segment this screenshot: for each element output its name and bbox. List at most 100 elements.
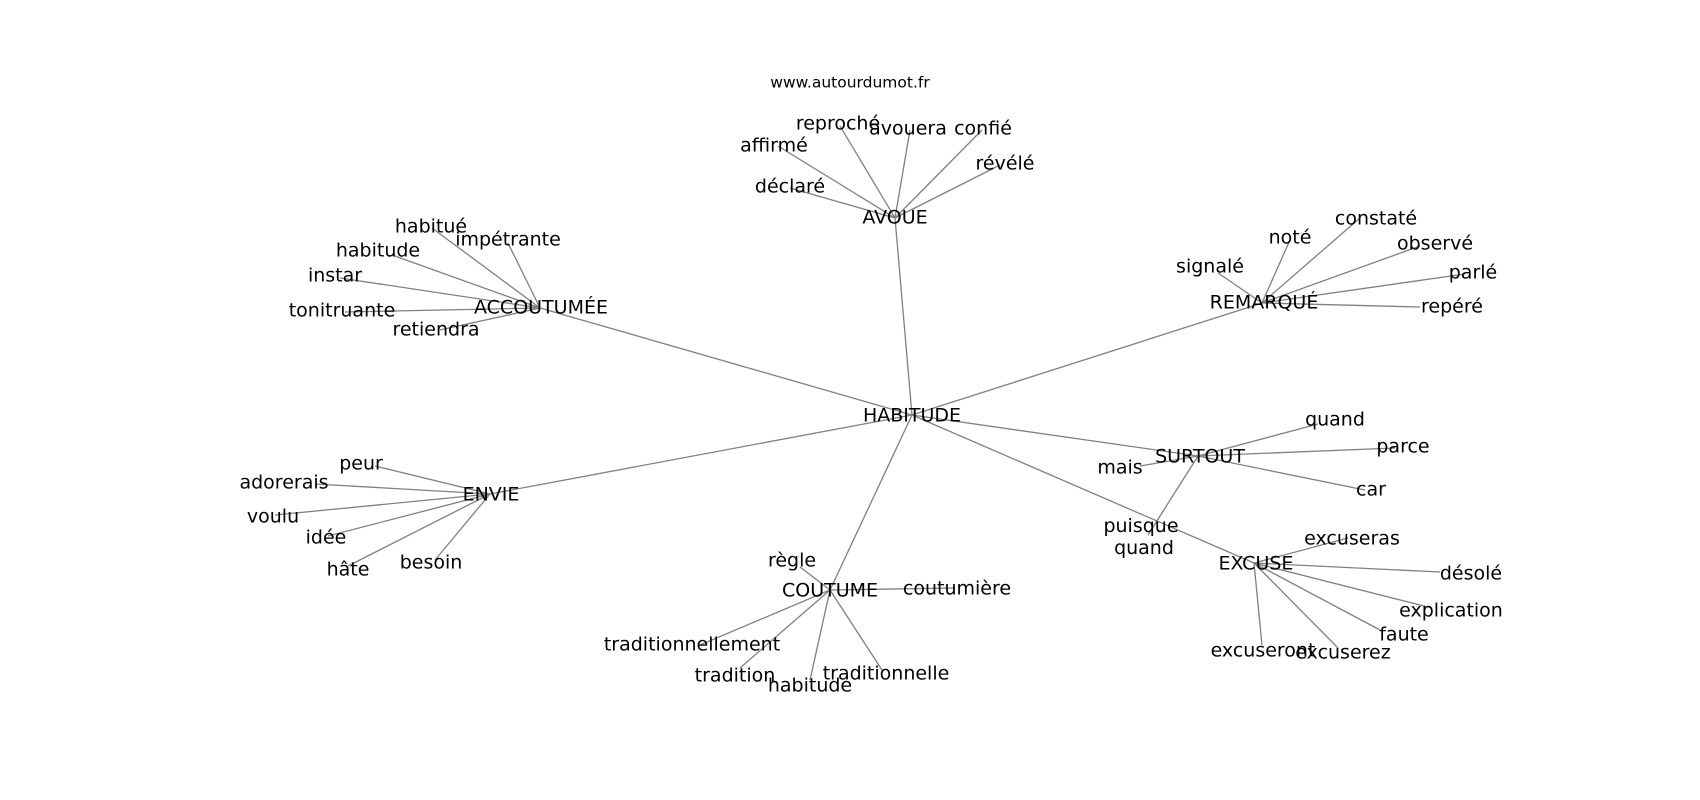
word-puisque-quand-line-2: quand [1114, 537, 1174, 559]
word-parce[interactable]: parce [1376, 436, 1429, 458]
node-coutume[interactable]: COUTUME [782, 580, 878, 602]
edge-excuse-excuserez [1253, 562, 1339, 649]
edge-remarque-repere [1261, 302, 1421, 308]
word-declare[interactable]: déclaré [755, 176, 825, 198]
edge-root-accoutumee [539, 307, 913, 416]
node-root[interactable]: HABITUDE [863, 405, 961, 427]
edge-surtout-parce [1197, 447, 1396, 457]
edge-accoutumee-tonitruante [344, 307, 541, 313]
edge-avoue-avouera [894, 129, 911, 219]
word-tonitruante[interactable]: tonitruante [289, 300, 396, 322]
node-remarque[interactable]: REMARQUÉ [1210, 291, 1319, 314]
edge-avoue-affirme [777, 145, 896, 219]
word-besoin[interactable]: besoin [400, 552, 463, 574]
word-coutumiere[interactable]: coutumière [903, 578, 1011, 600]
node-envie[interactable]: ENVIE [463, 484, 520, 506]
word-hate[interactable]: hâte [327, 559, 370, 581]
edge-excuse-desole [1253, 562, 1441, 573]
word-excuseront[interactable]: excuseront [1211, 640, 1316, 662]
word-affirme[interactable]: affirmé [740, 135, 808, 157]
edge-avoue-confie [894, 129, 983, 219]
edge-coutume-coutumiere [829, 587, 956, 591]
word-faute[interactable]: faute [1379, 624, 1429, 646]
word-repere[interactable]: repéré [1421, 296, 1483, 318]
word-explication[interactable]: explication [1399, 600, 1503, 622]
word-note[interactable]: noté [1269, 227, 1312, 249]
word-observe[interactable]: observé [1397, 233, 1473, 255]
edge-root-remarque [911, 302, 1263, 416]
word-mais[interactable]: mais [1097, 457, 1142, 479]
graph-edges [274, 125, 1466, 681]
edge-surtout-mais [1139, 455, 1199, 467]
edge-accoutumee-habitue [431, 227, 541, 309]
word-confie[interactable]: confié [954, 118, 1012, 140]
edge-excuse-excuseras [1253, 537, 1349, 564]
word-voulu[interactable]: voulu [247, 506, 299, 528]
edge-envie-adorerais [314, 483, 491, 495]
edge-envie-hate [347, 493, 491, 567]
edge-root-surtout [911, 414, 1199, 457]
word-constate[interactable]: constaté [1335, 208, 1417, 230]
node-surtout[interactable]: SURTOUT [1155, 446, 1245, 468]
edge-accoutumee-instar [339, 277, 541, 309]
word-adorerais[interactable]: adorerais [239, 472, 328, 494]
edge-root-coutume [829, 414, 913, 591]
word-regle[interactable]: règle [768, 550, 816, 572]
word-habitude-2[interactable]: habitude [768, 675, 852, 697]
edge-accoutumee-retiendra [439, 307, 541, 331]
edge-avoue-revele [894, 164, 1001, 219]
word-traditionnellement[interactable]: traditionnellement [604, 634, 780, 656]
edge-remarque-observe [1261, 245, 1421, 304]
word-habitue[interactable]: habitué [395, 216, 467, 238]
word-habitude-1[interactable]: habitude [336, 240, 420, 262]
node-avoue[interactable]: AVOUE [862, 207, 927, 229]
word-revele[interactable]: révélé [976, 153, 1035, 175]
word-quand[interactable]: quand [1305, 409, 1365, 431]
edge-envie-idee [327, 493, 491, 537]
word-impetrante[interactable]: impétrante [455, 229, 561, 251]
node-excuse[interactable]: EXCUSE [1219, 553, 1294, 575]
word-tradition[interactable]: tradition [695, 665, 776, 687]
edge-root-excuse [911, 414, 1255, 564]
word-car[interactable]: car [1356, 479, 1386, 501]
edge-surtout-puisque-quand [1147, 455, 1199, 536]
word-traditionnelle[interactable]: traditionnelle [823, 663, 950, 685]
edge-avoue-declare [789, 187, 896, 219]
edge-coutume-traditionnelle [829, 589, 883, 671]
edge-envie-voulu [274, 493, 491, 516]
edge-root-envie [489, 414, 913, 495]
edge-remarque-parle [1261, 273, 1466, 304]
word-parle[interactable]: parlé [1449, 262, 1497, 284]
edge-coutume-regle [799, 566, 831, 591]
word-signale[interactable]: signalé [1176, 256, 1244, 278]
word-excuserez[interactable]: excuserez [1295, 642, 1390, 664]
edge-excuse-faute [1253, 562, 1381, 631]
word-avouera[interactable]: avouera [869, 118, 947, 140]
edge-remarque-constate [1261, 217, 1361, 304]
edge-root-avoue [894, 217, 913, 416]
edge-accoutumee-impetrante [507, 242, 541, 309]
edge-surtout-car [1197, 455, 1366, 491]
edge-coutume-traditionnellement [699, 589, 831, 646]
edge-coutume-habitude [809, 589, 831, 681]
word-excuseras[interactable]: excuseras [1304, 528, 1400, 550]
edge-coutume-tradition [739, 589, 831, 669]
word-puisque-quand[interactable]: puisque quand [1103, 515, 1184, 559]
word-puisque-quand-line-1: puisque [1103, 515, 1178, 537]
edge-surtout-quand [1197, 423, 1319, 457]
edge-avoue-reproche [839, 125, 896, 219]
word-desole[interactable]: désolé [1440, 563, 1502, 585]
edge-remarque-note [1261, 239, 1291, 304]
graph-labels: HABITUDE AVOUE ACCOUTUMÉE REMARQUÉ ENVIE… [239, 113, 1502, 697]
node-accoutumee[interactable]: ACCOUTUMÉE [474, 296, 608, 319]
website-label: www.autourdumot.fr [770, 74, 930, 92]
word-reproche[interactable]: reproché [796, 113, 880, 135]
edge-accoutumee-habitude [391, 254, 541, 309]
edge-remarque-signale [1217, 272, 1263, 304]
word-idee[interactable]: idée [306, 527, 347, 549]
edge-excuse-explication [1253, 562, 1433, 609]
edge-envie-peur [374, 465, 491, 495]
word-peur[interactable]: peur [339, 453, 383, 475]
word-instar[interactable]: instar [308, 265, 362, 287]
word-retiendra[interactable]: retiendra [392, 319, 479, 341]
